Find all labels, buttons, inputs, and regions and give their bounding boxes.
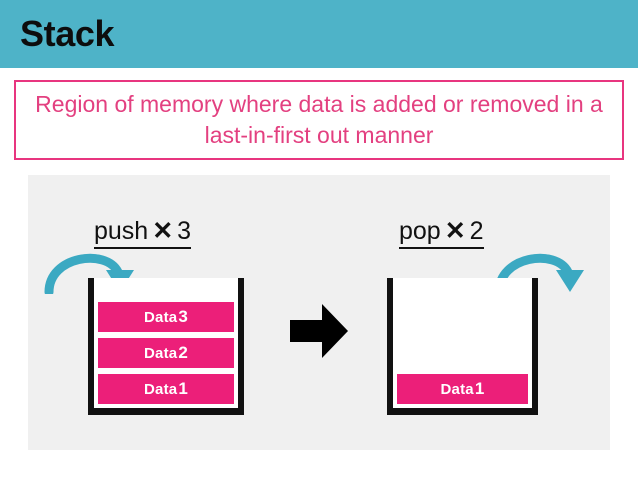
- operation-count-push: 3: [177, 217, 192, 245]
- stack-item-label: Data: [440, 380, 474, 398]
- stack-item-label: Data: [144, 380, 178, 398]
- header-band: [0, 0, 638, 68]
- stack-item-number: 2: [178, 343, 188, 362]
- stack-item-number: 1: [178, 379, 188, 398]
- operation-label-push: push✕3: [94, 216, 192, 249]
- multiply-icon: ✕: [152, 217, 174, 245]
- operation-count-pop: 2: [469, 217, 484, 245]
- operation-verb-push: push: [94, 217, 149, 245]
- transition-right-arrow-icon: [290, 304, 348, 358]
- operation-label-pop: pop✕2: [399, 216, 484, 249]
- operation-verb-pop: pop: [399, 217, 441, 245]
- definition-box: Region of memory where data is added or …: [14, 80, 624, 160]
- multiply-icon: ✕: [444, 217, 466, 245]
- page-title: Stack: [20, 13, 115, 54]
- definition-text: Region of memory where data is added or …: [35, 91, 603, 148]
- stack-item-number: 1: [474, 379, 485, 398]
- stack-item-number: 3: [178, 307, 188, 326]
- stack-item-label: Data: [144, 344, 178, 362]
- stack-item-label: Data: [144, 308, 178, 326]
